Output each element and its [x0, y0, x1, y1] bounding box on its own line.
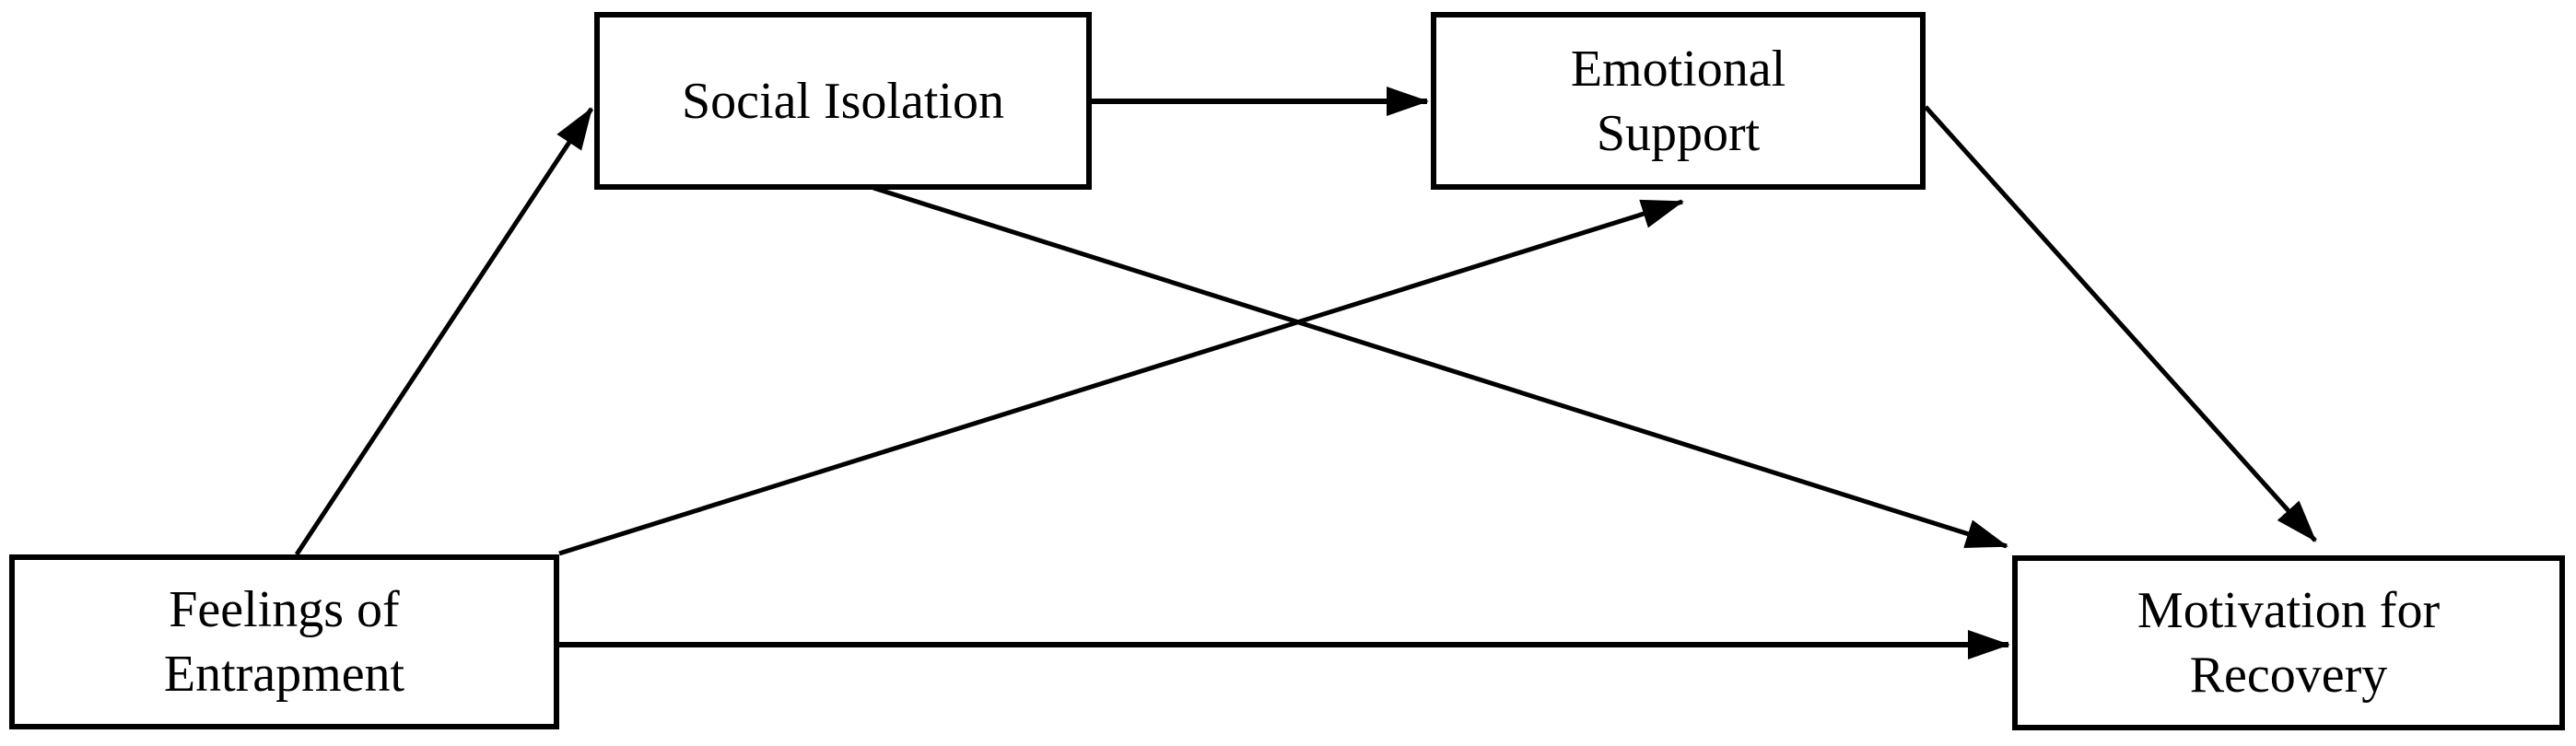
node-motivation-for-recovery: Motivation for Recovery: [2012, 555, 2565, 730]
arrow-feelings-to-emotional: [558, 199, 1684, 556]
node-emotional-support: Emotional Support: [1431, 12, 1926, 190]
node-social-isolation-label: Social Isolation: [682, 72, 1004, 130]
arrow-isolation-to-motivation: [872, 185, 2008, 549]
node-emotional-support-label: Emotional Support: [1570, 40, 1786, 162]
node-social-isolation: Social Isolation: [594, 12, 1092, 190]
node-feelings-of-entrapment-label: Feelings of Entrapment: [163, 581, 405, 703]
node-motivation-for-recovery-label: Motivation for Recovery: [2137, 582, 2441, 704]
arrow-emotional-to-motivation: [1924, 105, 2317, 542]
arrow-feelings-to-isolation: [294, 107, 594, 556]
node-feelings-of-entrapment: Feelings of Entrapment: [9, 554, 559, 729]
